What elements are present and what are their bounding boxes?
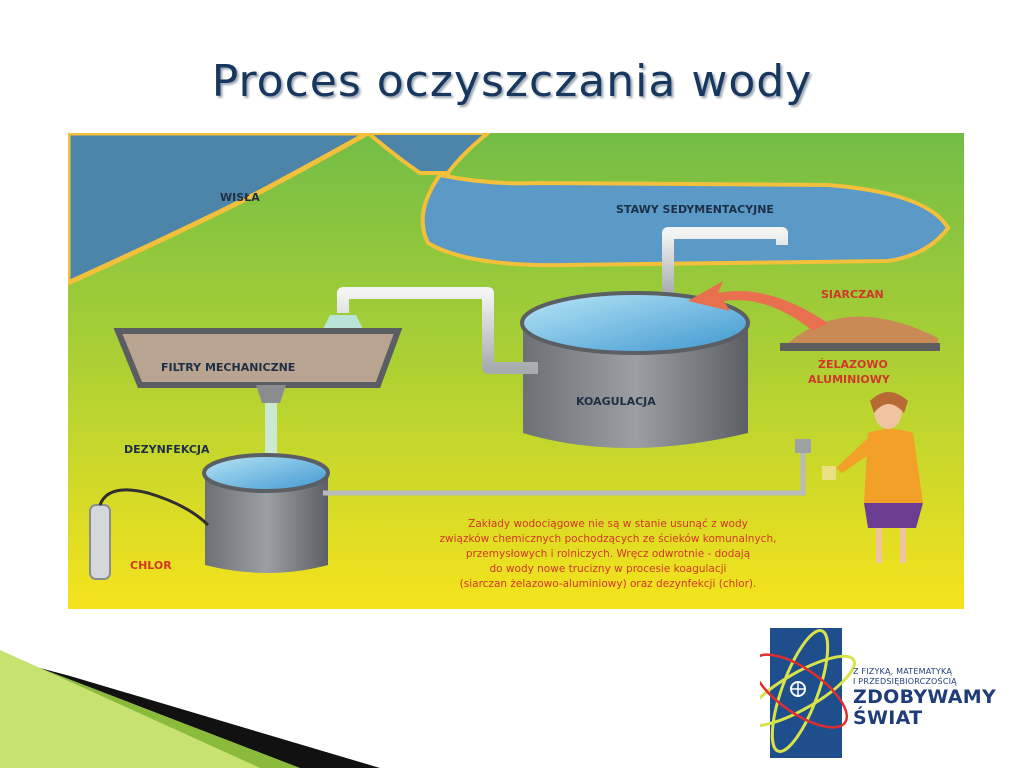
siarczan-pile xyxy=(788,316,938,348)
filtry-mechaniczne xyxy=(113,328,403,388)
siarczan-tray xyxy=(780,343,940,351)
logo-text: Z FIZYKĄ, MATEMATYKĄ I PRZEDSIĘBIORCZOŚC… xyxy=(853,667,996,729)
label-zelazowo: ŻELAZOWO xyxy=(818,357,888,371)
note-line: (siarczan żelazowo-aluminiowy) oraz dezy… xyxy=(460,578,757,590)
water-treatment-diagram: WISŁA STAWY SEDYMENTACYJNE SIARCZAN ŻELA… xyxy=(68,133,964,609)
pipe-koagulacja-to-filtry xyxy=(337,287,538,374)
label-koagulacja: KOAGULACJA xyxy=(576,395,656,408)
slide-title: Proces oczyszczania wody xyxy=(211,56,813,107)
logo-emblem-icon xyxy=(760,628,856,758)
logo-line: ZDOBYWAMY xyxy=(853,686,997,708)
woman-figure xyxy=(822,392,923,563)
logo-line: ŚWIAT xyxy=(853,707,923,729)
tap-icon xyxy=(795,439,811,453)
note-line: związków chemicznych pochodzących ze ści… xyxy=(440,533,777,545)
logo-line: I PRZEDSIĘBIORCZOŚCIĄ xyxy=(853,677,957,686)
chlor-hose xyxy=(98,488,210,527)
dezynfekcja-water xyxy=(202,453,330,493)
note-text: Zakłady wodociągowe nie są w stanie usun… xyxy=(440,518,777,590)
note-line: przemysłowych i rolniczych. Wręcz odwrot… xyxy=(466,548,750,560)
pipe-pond-to-koagulacja xyxy=(662,227,788,293)
note-line: do wody nowe trucizny w procesie koagula… xyxy=(490,563,727,575)
label-aluminiowy: ALUMINIOWY xyxy=(808,373,891,386)
note-line: Zakłady wodociągowe nie są w stanie usun… xyxy=(468,518,748,530)
koagulacja-tank xyxy=(523,323,748,448)
label-chlor: CHLOR xyxy=(130,559,172,572)
river-wisla xyxy=(68,133,374,286)
distribution-pipe xyxy=(323,453,806,496)
corner-stripe-decoration xyxy=(0,650,380,768)
sedimentation-pond xyxy=(420,172,951,268)
label-siarczan: SIARCZAN xyxy=(821,288,884,301)
label-dezynfekcja: DEZYNFEKCJA xyxy=(124,443,210,456)
filter-outlet xyxy=(256,385,286,403)
koagulacja-water xyxy=(520,291,750,355)
chlor-cylinder xyxy=(89,504,111,580)
label-wisla: WISŁA xyxy=(220,191,260,204)
dezynfekcja-tank xyxy=(205,473,328,573)
siarczan-arrow xyxy=(688,281,828,331)
logo-line: Z FIZYKĄ, MATEMATYKĄ xyxy=(853,667,953,676)
label-stawy: STAWY SEDYMENTACYJNE xyxy=(616,203,774,216)
river-channel xyxy=(364,133,492,175)
label-filtry: FILTRY MECHANICZNE xyxy=(161,361,295,374)
